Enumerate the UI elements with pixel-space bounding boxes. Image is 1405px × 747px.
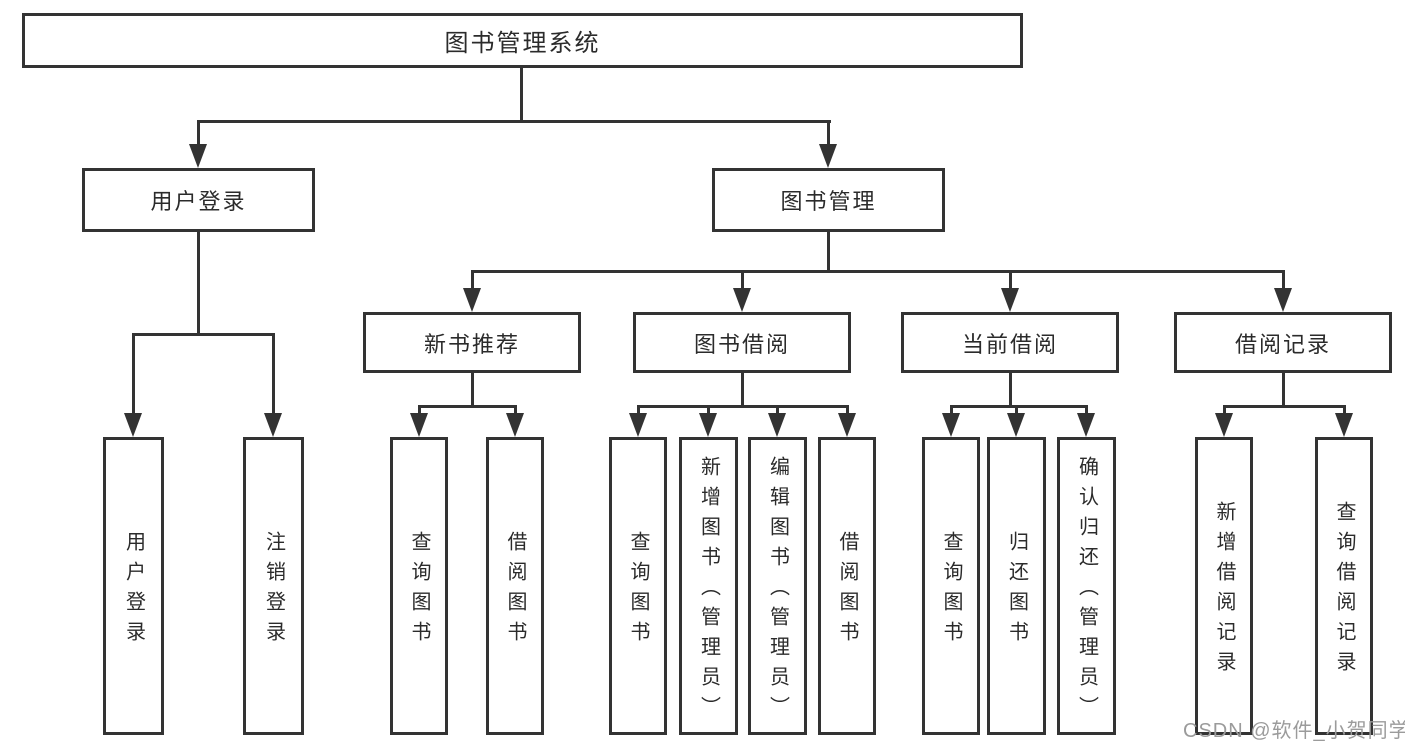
node-library-management-system: 图书管理系统 bbox=[22, 13, 1023, 68]
leaf-label: 编辑图书（管理员） bbox=[766, 456, 789, 726]
arrow-down-icon bbox=[189, 144, 207, 168]
connector-drop bbox=[1085, 405, 1088, 415]
node-query-books-recommend-leaf: 查询图书 bbox=[390, 437, 448, 735]
arrow-down-icon bbox=[1274, 288, 1292, 312]
connector-book-management-stem bbox=[827, 232, 830, 273]
arrow-down-icon bbox=[733, 288, 751, 312]
connector-current-borrowing-branch bbox=[950, 405, 1088, 408]
csdn-watermark: CSDN @软件_小贺同学 bbox=[1183, 720, 1405, 742]
node-book-management: 图书管理 bbox=[712, 168, 945, 232]
arrow-down-icon bbox=[1335, 413, 1353, 437]
connector-book-borrowing-stem bbox=[741, 373, 744, 408]
node-add-books-admin-leaf: 新增图书（管理员） bbox=[679, 437, 738, 735]
arrow-down-icon bbox=[768, 413, 786, 437]
connector-current-borrowing-stem bbox=[1009, 373, 1012, 408]
connector-user-login-stem bbox=[197, 232, 200, 336]
node-query-books-borrowing-leaf: 查询图书 bbox=[609, 437, 667, 735]
leaf-label: 查询图书 bbox=[940, 531, 962, 651]
node-logout-leaf: 注销登录 bbox=[243, 437, 304, 735]
leaf-label: 借阅图书 bbox=[504, 531, 526, 651]
leaf-label: 用户登录 bbox=[122, 531, 145, 651]
leaf-label: 查询图书 bbox=[627, 531, 649, 651]
connector-drop bbox=[418, 405, 421, 415]
leaf-label: 查询图书 bbox=[408, 531, 430, 651]
connector-root-stem bbox=[520, 68, 523, 121]
connector-new-book-branch bbox=[418, 405, 517, 408]
arrow-down-icon bbox=[1001, 288, 1019, 312]
connector-drop-book-borrowing bbox=[741, 270, 744, 290]
connector-drop-borrowing-records bbox=[1282, 270, 1285, 290]
connector-level3-branch bbox=[471, 270, 1285, 273]
connector-drop bbox=[1015, 405, 1018, 415]
node-borrow-books-borrowing-leaf: 借阅图书 bbox=[818, 437, 876, 735]
connector-drop bbox=[776, 405, 779, 415]
arrow-down-icon bbox=[838, 413, 856, 437]
arrow-down-icon bbox=[463, 288, 481, 312]
arrow-down-icon bbox=[506, 413, 524, 437]
node-user-login-leaf: 用户登录 bbox=[103, 437, 164, 735]
leaf-label: 新增图书（管理员） bbox=[697, 456, 720, 726]
connector-drop-current-borrowing bbox=[1009, 270, 1012, 290]
node-borrow-books-recommend-leaf: 借阅图书 bbox=[486, 437, 544, 735]
connector-new-book-stem bbox=[471, 373, 474, 408]
leaf-label: 新增借阅记录 bbox=[1213, 501, 1235, 681]
node-new-book-recommendation: 新书推荐 bbox=[363, 312, 581, 373]
connector-drop bbox=[1223, 405, 1226, 415]
connector-drop bbox=[637, 405, 640, 415]
node-add-borrow-record-leaf: 新增借阅记录 bbox=[1195, 437, 1253, 735]
connector-root-branch bbox=[197, 120, 831, 123]
leaf-label: 注销登录 bbox=[262, 531, 285, 651]
leaf-label: 确认归还（管理员） bbox=[1075, 456, 1098, 726]
connector-book-borrowing-branch bbox=[637, 405, 849, 408]
node-return-books-leaf: 归还图书 bbox=[987, 437, 1046, 735]
connector-drop-logout-leaf bbox=[272, 333, 275, 415]
arrow-down-icon bbox=[1215, 413, 1233, 437]
node-query-books-current-leaf: 查询图书 bbox=[922, 437, 980, 735]
connector-drop bbox=[1343, 405, 1346, 415]
arrow-down-icon bbox=[1077, 413, 1095, 437]
connector-drop bbox=[950, 405, 953, 415]
arrow-down-icon bbox=[942, 413, 960, 437]
node-current-borrowing: 当前借阅 bbox=[901, 312, 1119, 373]
connector-drop bbox=[707, 405, 710, 415]
connector-drop bbox=[514, 405, 517, 415]
connector-drop-new-book bbox=[471, 270, 474, 290]
connector-borrowing-records-stem bbox=[1282, 373, 1285, 408]
node-edit-books-admin-leaf: 编辑图书（管理员） bbox=[748, 437, 807, 735]
leaf-label: 归还图书 bbox=[1005, 531, 1028, 651]
arrow-down-icon bbox=[264, 413, 282, 437]
node-user-login: 用户登录 bbox=[82, 168, 315, 232]
connector-user-login-branch bbox=[132, 333, 275, 336]
arrow-down-icon bbox=[1007, 413, 1025, 437]
connector-drop-book-management bbox=[827, 120, 830, 146]
connector-drop-login-leaf bbox=[132, 333, 135, 415]
leaf-label: 借阅图书 bbox=[836, 531, 858, 651]
arrow-down-icon bbox=[629, 413, 647, 437]
node-borrowing-records: 借阅记录 bbox=[1174, 312, 1392, 373]
arrow-down-icon bbox=[819, 144, 837, 168]
connector-drop-user-login bbox=[197, 120, 200, 146]
node-book-borrowing: 图书借阅 bbox=[633, 312, 851, 373]
leaf-label: 查询借阅记录 bbox=[1333, 501, 1355, 681]
arrow-down-icon bbox=[699, 413, 717, 437]
connector-drop bbox=[846, 405, 849, 415]
arrow-down-icon bbox=[410, 413, 428, 437]
arrow-down-icon bbox=[124, 413, 142, 437]
node-confirm-return-admin-leaf: 确认归还（管理员） bbox=[1057, 437, 1116, 735]
node-query-borrow-record-leaf: 查询借阅记录 bbox=[1315, 437, 1373, 735]
connector-borrowing-records-branch bbox=[1223, 405, 1345, 408]
